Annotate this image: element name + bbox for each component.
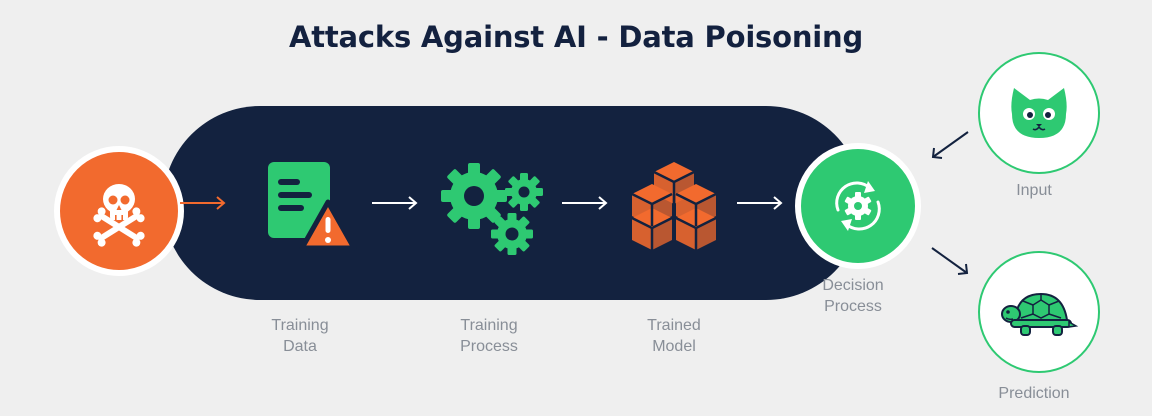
decision-process-label: Decision Process <box>783 275 923 317</box>
cubes-icon <box>631 162 717 250</box>
document-warning-icon <box>268 162 357 251</box>
trained-model-label-line1: Trained <box>647 317 701 334</box>
prediction-node <box>978 251 1100 373</box>
prediction-label: Prediction <box>998 385 1070 402</box>
training-process-label-line2: Process <box>460 338 518 355</box>
diagram-title: Attacks Against AI - Data Poisoning <box>288 20 864 54</box>
poison-arrow <box>180 196 226 210</box>
trained-model-label: Trained Model <box>604 315 744 357</box>
training-process-label-line1: Training <box>460 317 518 334</box>
decision-process-label-line2: Process <box>824 298 882 315</box>
training-data-label-line2: Data <box>283 338 317 355</box>
skull-crossbones-icon <box>93 184 145 247</box>
arrow-1 <box>372 196 418 210</box>
arrow-2 <box>562 196 608 210</box>
cycle-gear-icon <box>835 181 881 231</box>
training-process-label: Training Process <box>419 315 559 357</box>
turtle-icon <box>1001 292 1079 336</box>
decision-process-node <box>795 143 921 269</box>
cat-icon <box>1011 88 1067 138</box>
training-data-label-line1: Training <box>271 317 329 334</box>
trained-model-label-line2: Model <box>652 338 696 355</box>
gears-icon <box>441 163 543 255</box>
attacker-node <box>54 146 184 276</box>
input-node <box>978 52 1100 174</box>
input-label: Input <box>1016 182 1052 199</box>
training-data-label: Training Data <box>230 315 370 357</box>
arrow-3 <box>737 196 783 210</box>
input-arrow <box>931 131 969 159</box>
prediction-arrow <box>931 247 969 275</box>
decision-process-label-line1: Decision <box>822 277 884 294</box>
